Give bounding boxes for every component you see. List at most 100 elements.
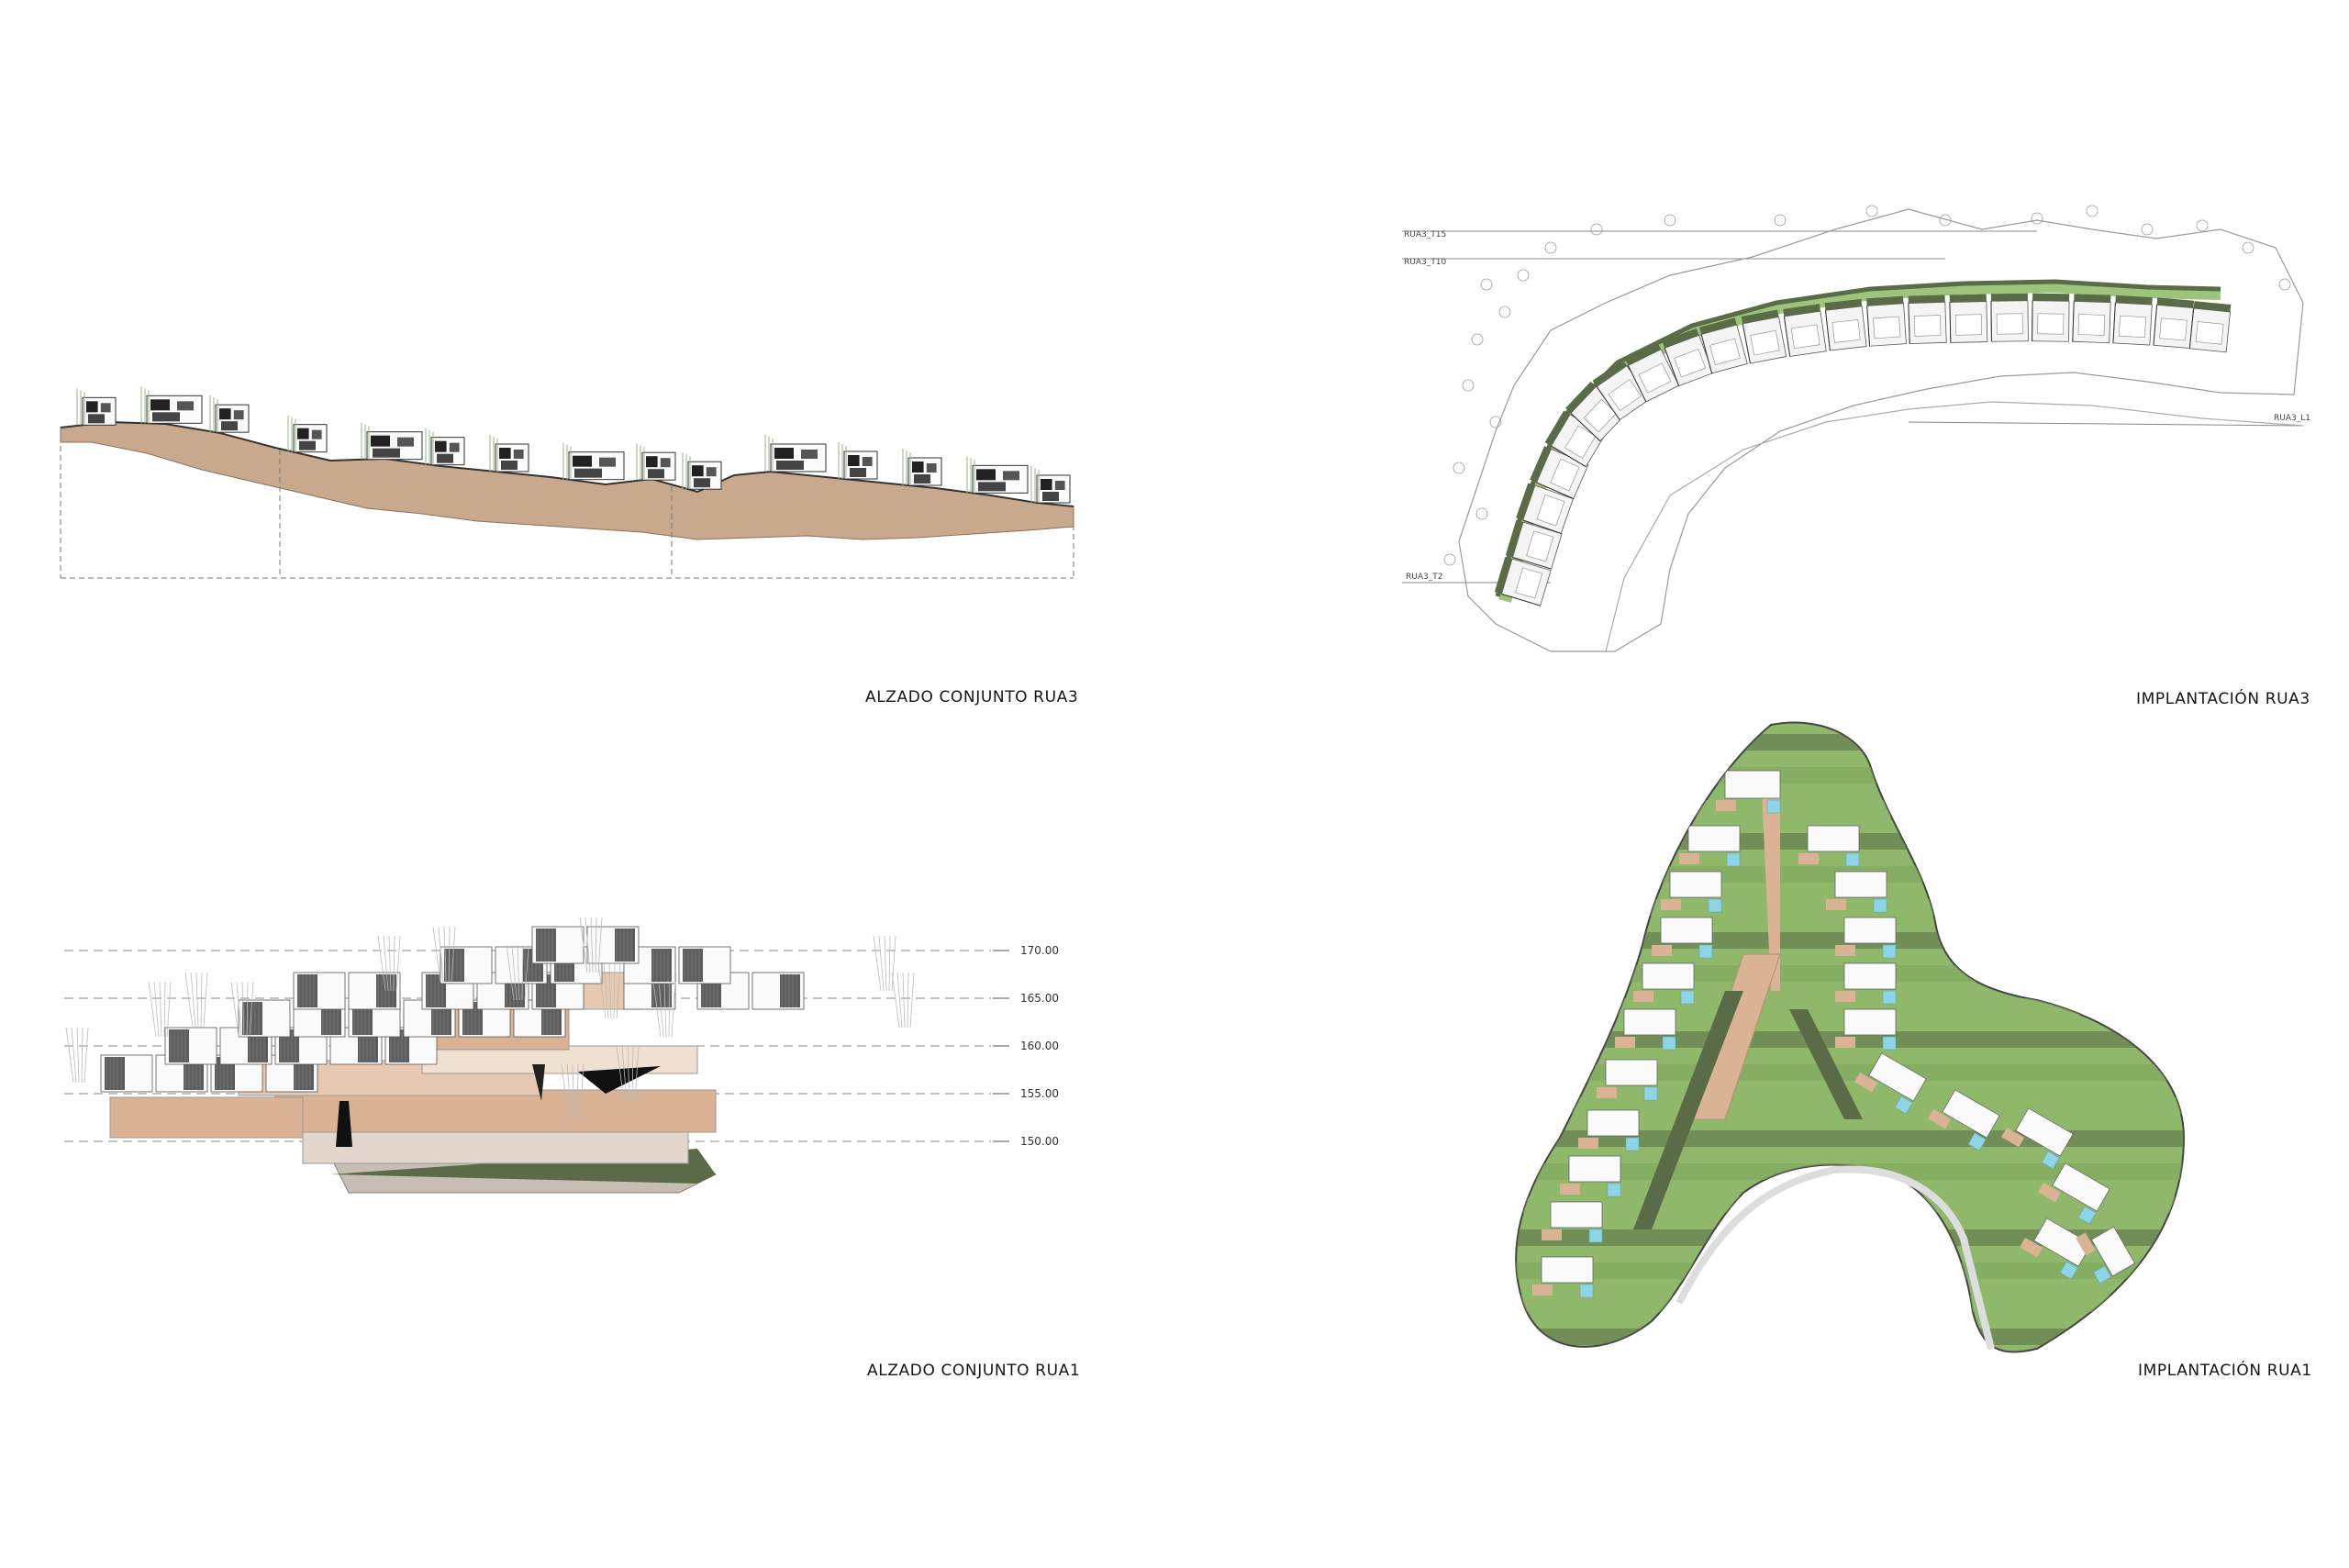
caption-elevation-rua1: ALZADO CONJUNTO RUA1 (867, 1362, 1081, 1380)
inner-road (1675, 1165, 1995, 1350)
building-plan (1716, 770, 1781, 814)
glazing-wedge (532, 1064, 545, 1101)
tree-sketch (432, 926, 456, 983)
house-plan-module (1494, 556, 1552, 606)
house-elevation (966, 456, 1029, 494)
building-plan (1826, 871, 1887, 913)
site-plan-rua1 (1515, 721, 2186, 1353)
tree-symbol (1544, 241, 1557, 254)
plot-band (1516, 1064, 2184, 1081)
house-plan-module (1866, 295, 1907, 347)
building-plan (1615, 1008, 1676, 1051)
tree-sketch (597, 962, 621, 1019)
caption-plan-rua3: IMPLANTACIÓN RUA3 (2136, 690, 2310, 708)
tree-symbol (1489, 416, 1502, 428)
building-plan (2076, 1226, 2136, 1284)
house-plan-module (1592, 360, 1651, 421)
house-plan-module (2032, 293, 2070, 342)
building-plan (1679, 825, 1741, 867)
building-plan (1928, 1089, 2000, 1151)
tree-symbol (1664, 214, 1676, 227)
tree-symbol (2141, 223, 2154, 236)
reference-line-l1 (1908, 421, 2304, 427)
house-plan-module (1565, 381, 1626, 442)
elevation-rua1-drawing: 170.00 165.00 160.00 155.00 150.00 (64, 917, 1059, 1194)
building-plan (1633, 962, 1695, 1005)
label-rua3-t2: RUA3_T2 (1406, 573, 1442, 582)
plan-rua3-panel: RUA3_T15 RUA3_T10 RUA3_T2 RUA3_L1 (1395, 193, 2312, 706)
house-elevation (489, 435, 529, 473)
house-elevation (287, 415, 328, 453)
building-plan (1652, 917, 1713, 959)
tree-symbol (2031, 212, 2043, 225)
house-plan-module (1908, 295, 1947, 345)
tree-symbol (1590, 223, 1603, 236)
building-plan (1560, 1155, 1621, 1197)
house-elevation (76, 388, 117, 426)
caption-plan-rua1: IMPLANTACIÓN RUA1 (2138, 1362, 2312, 1380)
house-elevation (361, 422, 423, 461)
tree-symbol (1939, 214, 1952, 227)
tree-sketch (873, 935, 896, 992)
tree-symbol (2196, 219, 2209, 232)
house-elevation (586, 926, 640, 964)
house-plan-module (1741, 309, 1787, 364)
central-path (1762, 789, 1780, 991)
house-elevation (682, 452, 722, 490)
site-boundary (1458, 208, 2304, 652)
label-rua3-t15: RUA3_T15 (1404, 230, 1446, 239)
house-elevation (1030, 466, 1071, 504)
house-elevation (531, 926, 584, 964)
tree-symbol (1517, 269, 1530, 282)
house-plan-module (1624, 342, 1680, 403)
dark-green-band (1495, 279, 2221, 597)
house-elevation (238, 999, 291, 1038)
house-plan-module (2153, 297, 2195, 349)
building-plan (2038, 1162, 2110, 1225)
house-elevation (293, 972, 346, 1010)
house-elevation (751, 972, 805, 1010)
elevation-rua3-drawing (60, 386, 1074, 579)
house-elevation (902, 449, 942, 486)
house-plan-module (1990, 293, 2029, 342)
building-plan (1798, 825, 1860, 867)
house-elevation (140, 386, 203, 424)
tree-sketch (891, 972, 915, 1029)
ground-line (60, 420, 1074, 507)
site-plan-rua3: RUA3_T15 RUA3_T10 RUA3_T2 RUA3_L1 (1402, 205, 2310, 652)
level-ticks (993, 950, 1009, 1142)
level-label: 150.00 (1020, 1135, 1059, 1148)
plot-band (1516, 734, 2184, 751)
tree-symbol (1443, 553, 1456, 566)
plot-band (1516, 767, 2184, 784)
tree-sketch (377, 935, 401, 992)
tree-symbol (2086, 205, 2099, 217)
house-plan-module (1783, 304, 1827, 357)
house-elevation (348, 972, 401, 1010)
house-elevation (440, 946, 493, 984)
house-plan-module (2112, 295, 2153, 346)
tree-sketch (561, 1063, 584, 1120)
tree-symbol (1471, 333, 1484, 346)
tree-symbol (1774, 214, 1787, 227)
house-elevation (562, 442, 625, 481)
plot-band (1516, 800, 2184, 817)
building-plan (1532, 1256, 1594, 1298)
caption-elevation-rua3: ALZADO CONJUNTO RUA3 (865, 688, 1079, 706)
level-label: 170.00 (1020, 944, 1059, 957)
tree-symbol (1475, 507, 1488, 520)
building-plan (2020, 1218, 2092, 1280)
tree-sketch (506, 944, 529, 1001)
house-elevation (164, 1027, 217, 1065)
building-plan (2001, 1107, 2074, 1170)
tree-symbol (1480, 278, 1493, 291)
building-plan (1661, 871, 1722, 913)
label-rua3-t10: RUA3_T10 (1404, 258, 1446, 267)
house-plan-module (1505, 519, 1563, 570)
tree-symbol (1498, 306, 1511, 318)
access-road (1605, 401, 2304, 652)
house-elevation (636, 443, 676, 481)
house-plan-module (1516, 483, 1574, 534)
house-elevation (838, 442, 878, 480)
plot-band (1516, 1296, 2184, 1312)
